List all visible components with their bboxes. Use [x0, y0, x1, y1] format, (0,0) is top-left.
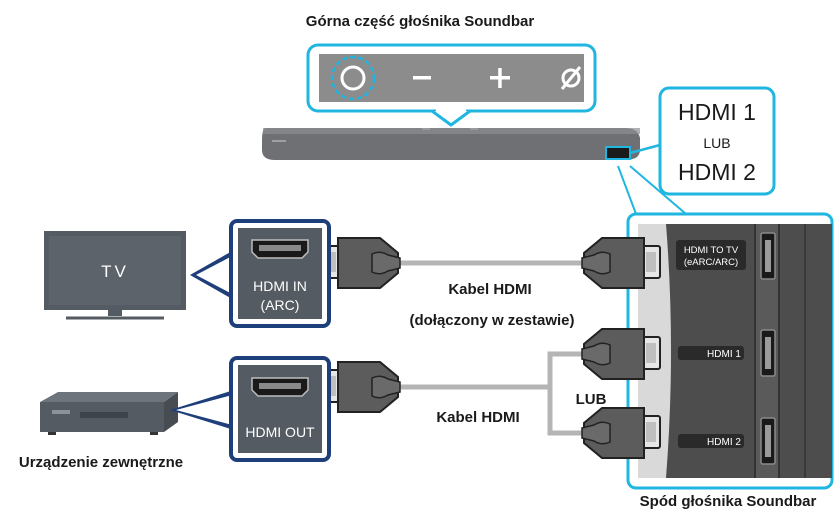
soundbar-hdmi-tv-badge [676, 240, 746, 270]
soundbar-hdmi2-badge [678, 434, 744, 448]
soundbar-port-hdmi-tv [760, 232, 776, 280]
hdmi-in-line1: HDMI IN [253, 278, 307, 294]
bottom-caption: Spód głośnika Soundbar [640, 493, 817, 510]
port-hdmi1-label: HDMI 1 [678, 99, 756, 125]
soundbar-port-hdmi1 [760, 329, 776, 377]
soundbar-hdmi2-label: HDMI 2 [707, 437, 741, 448]
soundbar-top-panel [306, 43, 597, 113]
hdmi-plug-left-bottom [321, 361, 401, 413]
soundbar-hdmi-tv-line1: HDMI TO TV [684, 245, 739, 256]
soundbar-hdmi1-label: HDMI 1 [707, 349, 741, 360]
soundbar-hdmi-tv-line2: (eARC/ARC) [684, 257, 738, 268]
cable-top-label: Kabel HDMI [448, 281, 531, 298]
hdmi-plug-left-top [321, 237, 401, 289]
soundbar-port-highlight [605, 146, 631, 160]
soundbar-hdmi1-badge [678, 346, 744, 360]
hdmi-plug-right-middle [581, 328, 661, 380]
mic-off-icon [560, 66, 582, 90]
port-or-label: LUB [703, 135, 730, 151]
power-icon [330, 55, 376, 101]
tv-hdmi-in-port: HDMI IN (ARC) [229, 219, 331, 328]
cables [400, 260, 582, 436]
minus-icon [413, 76, 431, 80]
hdmi-plug-right-top [581, 237, 661, 289]
cable-bottom-label: Kabel HDMI [436, 409, 519, 426]
hdmi-in-line2: (ARC) [261, 297, 300, 313]
soundbar [262, 128, 640, 160]
or-middle-label: LUB [576, 391, 607, 408]
external-device [40, 392, 178, 435]
hdmi-ports-callout: HDMI 1 LUB HDMI 2 [629, 86, 776, 196]
hdmi-out-label: HDMI OUT [245, 424, 315, 440]
soundbar-port-hdmi2 [760, 417, 776, 465]
device-hdmi-out-port: HDMI OUT [229, 356, 331, 462]
tv-device: TV [44, 231, 186, 320]
device-caption: Urządzenie zewnętrzne [19, 454, 183, 471]
hdmi-plug-right-bottom [581, 407, 661, 459]
tv-label: TV [101, 262, 129, 281]
plus-icon [490, 68, 510, 88]
top-title: Górna część głośnika Soundbar [306, 13, 535, 30]
soundbar-bottom-panel: HDMI TO TV (eARC/ARC) HDMI 1 HDMI 2 [626, 212, 834, 490]
port-hdmi2-label: HDMI 2 [678, 159, 756, 185]
cable-top-note: (dołączony w zestawie) [409, 312, 574, 329]
